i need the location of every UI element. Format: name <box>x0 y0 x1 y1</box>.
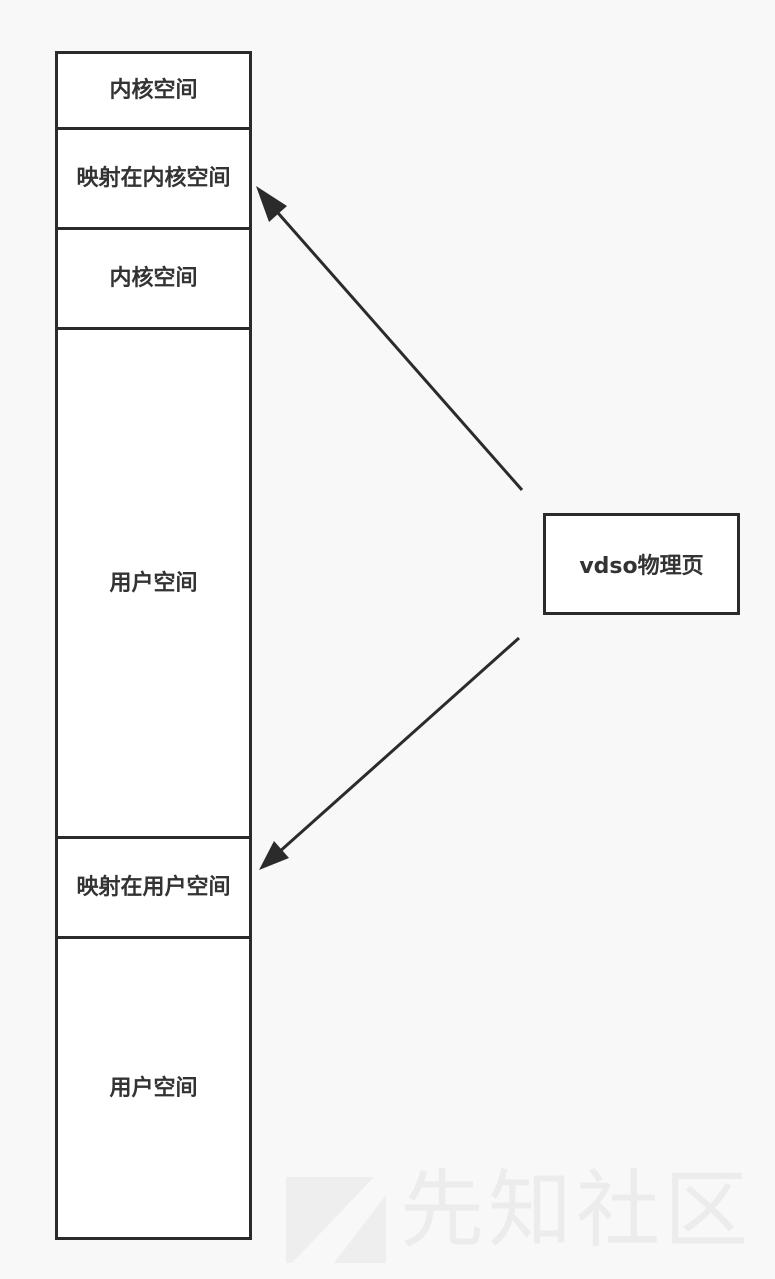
user-space-lower-block: 用户空间 <box>58 939 249 1237</box>
arrow-to-user-mapping <box>259 636 520 870</box>
kernel-space-middle-block: 内核空间 <box>58 230 249 330</box>
user-space-lower-label: 用户空间 <box>109 1075 198 1101</box>
mapped-in-kernel-label: 映射在内核空间 <box>76 166 231 191</box>
kernel-space-top-label: 内核空间 <box>109 78 198 103</box>
watermark-logo-icon <box>286 1177 386 1263</box>
user-space-upper-block: 用户空间 <box>58 330 249 839</box>
kernel-space-middle-label: 内核空间 <box>109 266 198 291</box>
mapped-in-kernel-block: 映射在内核空间 <box>58 130 249 230</box>
kernel-space-top-block: 内核空间 <box>58 54 249 130</box>
mapped-in-user-block: 映射在用户空间 <box>58 839 249 939</box>
arrow-to-kernel-mapping <box>256 186 524 491</box>
mapped-in-user-label: 映射在用户空间 <box>76 875 231 900</box>
memory-layout-stack: 内核空间 映射在内核空间 内核空间 用户空间 映射在用户空间 用户空间 <box>55 51 252 1240</box>
user-space-upper-label: 用户空间 <box>109 570 198 596</box>
arrowhead-down-icon <box>259 841 289 870</box>
vdso-physical-page-label: vdso物理页 <box>579 554 704 579</box>
watermark-text: 先知社区 <box>400 1161 753 1259</box>
arrowhead-up-icon <box>256 186 287 222</box>
vdso-physical-page-box: vdso物理页 <box>543 513 740 615</box>
